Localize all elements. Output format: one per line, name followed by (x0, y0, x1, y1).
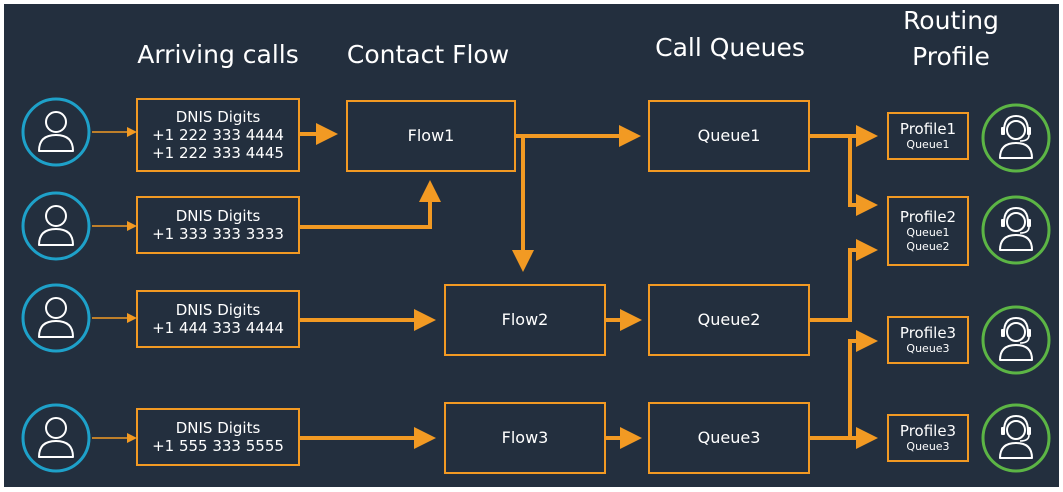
caller-icon-4 (20, 402, 92, 474)
queue3-to-profile3a-arrow (810, 330, 878, 440)
profile-box-1: Profile1 Queue1 (887, 112, 969, 160)
caller-icon-1 (20, 96, 92, 168)
profile-name: Profile2 (899, 208, 957, 226)
queue-label: Queue2 (697, 310, 761, 329)
dnis-number: +1 222 333 4444 (152, 126, 284, 144)
dnis2-to-flow1-arrow (299, 180, 441, 229)
dnis-title: DNIS Digits (175, 207, 261, 225)
profile-queue: Queue3 (906, 440, 950, 453)
caller-icon-3 (20, 282, 92, 354)
canvas-panel (4, 4, 1059, 487)
dnis-number: +1 333 333 3333 (152, 225, 284, 243)
dnis-number: +1 444 333 4444 (152, 319, 284, 337)
flow-label: Flow2 (501, 310, 549, 329)
flow-box-3: Flow3 (444, 402, 606, 474)
queue-box-2: Queue2 (648, 284, 810, 356)
dnis-title: DNIS Digits (175, 108, 261, 126)
flow-label: Flow3 (501, 428, 549, 447)
header-routing-profile-line1: Routing (903, 6, 999, 35)
queue-label: Queue3 (697, 428, 761, 447)
dnis-number: +1 555 333 5555 (152, 437, 284, 455)
profile-box-2: Profile2 Queue1 Queue2 (887, 196, 969, 266)
profile-queue: Queue2 (906, 240, 950, 253)
caller-icon-2 (20, 190, 92, 262)
dnis-box-2: DNIS Digits +1 333 333 3333 (136, 196, 300, 254)
queue-box-1: Queue1 (648, 100, 810, 172)
profile-box-3: Profile3 Queue3 (887, 316, 969, 364)
flow-label: Flow1 (407, 126, 455, 145)
queue1-to-profile2-arrow (848, 136, 878, 216)
queue-box-3: Queue3 (648, 402, 810, 474)
flow-box-2: Flow2 (444, 284, 606, 356)
profile-name: Profile3 (899, 422, 957, 440)
dnis-box-4: DNIS Digits +1 555 333 5555 (136, 408, 300, 466)
queue2-to-profile2-arrow (810, 239, 878, 322)
headset-agent-icon-1 (980, 102, 1052, 174)
dnis-title: DNIS Digits (175, 301, 261, 319)
profile-box-4: Profile3 Queue3 (887, 414, 969, 462)
profile-name: Profile3 (899, 324, 957, 342)
header-contact-flow: Contact Flow (346, 40, 510, 69)
headset-agent-icon-3 (980, 304, 1052, 376)
profile-name: Profile1 (899, 120, 957, 138)
headset-agent-icon-4 (980, 402, 1052, 474)
profile-queue: Queue3 (906, 342, 950, 355)
dnis-box-3: DNIS Digits +1 444 333 4444 (136, 290, 300, 348)
profile-queue: Queue1 (906, 138, 950, 151)
dnis-title: DNIS Digits (175, 419, 261, 437)
header-routing-profile-line2: Profile (912, 42, 990, 71)
dnis-number: +1 222 333 4445 (152, 144, 284, 162)
dnis-box-1: DNIS Digits +1 222 333 4444 +1 222 333 4… (136, 98, 300, 172)
connector-layer (92, 123, 878, 449)
header-call-queues: Call Queues (655, 33, 805, 62)
profile-queue: Queue1 (906, 226, 950, 239)
queue-label: Queue1 (697, 126, 761, 145)
headset-agent-icon-2 (980, 194, 1052, 266)
flow-box-1: Flow1 (346, 100, 516, 172)
header-arriving-calls: Arriving calls (137, 40, 299, 69)
